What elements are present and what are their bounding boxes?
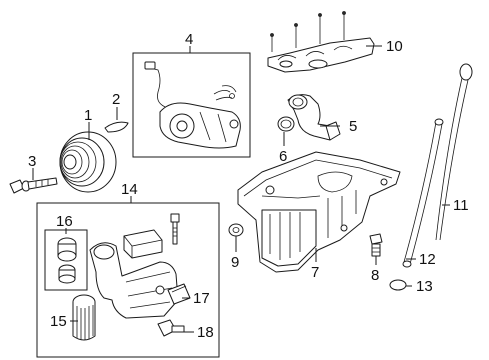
callout-10: 10 — [386, 38, 403, 55]
pulley-bolt-part — [9, 177, 58, 194]
windage-tray-part — [267, 11, 375, 73]
filter-element-pieces-part — [57, 237, 77, 284]
callout-14: 14 — [121, 181, 138, 198]
callout-9: 9 — [231, 254, 239, 271]
callout-1: 1 — [84, 107, 92, 124]
callout-6: 6 — [279, 148, 287, 165]
callout-12: 12 — [419, 251, 436, 268]
oil-filter-cartridge-part — [72, 294, 96, 341]
oil-pump-part — [144, 61, 241, 149]
callout-2: 2 — [112, 91, 120, 108]
crank-key-part — [104, 121, 129, 133]
crankshaft-pulley-part — [59, 131, 117, 193]
dipstick-part — [435, 63, 473, 241]
callout-17: 17 — [193, 290, 210, 307]
filter-housing-part — [89, 242, 179, 319]
callout-15: 15 — [50, 313, 67, 330]
callout-3: 3 — [28, 153, 36, 170]
callout-11: 11 — [453, 197, 469, 214]
callout-16: 16 — [56, 213, 73, 230]
oil-filter-group-box — [36, 202, 220, 358]
callout-4: 4 — [185, 31, 193, 48]
tube-seal-part — [389, 279, 407, 291]
oil-pan-part — [237, 151, 401, 273]
oil-pump-group-box — [132, 52, 251, 158]
pan-fitting-part — [228, 223, 244, 237]
oil-temperature-sensor-part — [157, 319, 185, 337]
callout-18: 18 — [197, 324, 214, 341]
oil-pickup-tube-part — [287, 94, 341, 141]
o-ring-part — [277, 116, 295, 132]
callout-5: 5 — [349, 118, 357, 135]
dipstick-tube-part — [402, 118, 444, 268]
callout-7: 7 — [311, 264, 319, 281]
callout-8: 8 — [371, 267, 379, 284]
drain-plug-part — [369, 233, 383, 257]
housing-bolt-part — [170, 213, 180, 245]
callout-13: 13 — [416, 278, 433, 295]
filter-cap-part — [123, 229, 163, 259]
